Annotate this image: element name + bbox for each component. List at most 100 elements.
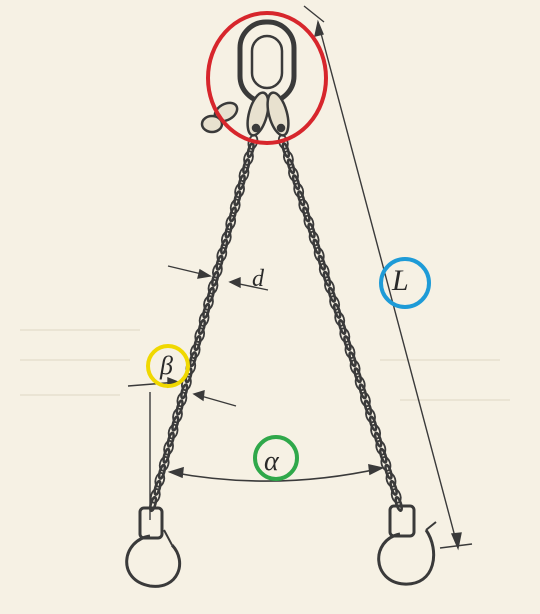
- chain-link: [163, 439, 174, 456]
- chain-link: [194, 327, 206, 343]
- chain-link: [215, 254, 224, 271]
- chain-link: [158, 456, 170, 472]
- coupling-links: [200, 91, 290, 137]
- chain-link: [166, 431, 175, 448]
- chain-link: [202, 302, 211, 319]
- chain-link: [353, 367, 362, 384]
- chain-link: [237, 174, 246, 191]
- chain-link: [339, 327, 351, 343]
- chain-link: [211, 270, 220, 287]
- chain-link: [207, 279, 219, 295]
- dimension-L: [303, 5, 473, 551]
- chain-link: [171, 415, 180, 432]
- chain-link: [303, 214, 315, 231]
- hook-right: [377, 504, 437, 586]
- chain-link: [234, 182, 245, 199]
- chain-link: [228, 206, 238, 223]
- chain-link: [242, 158, 251, 175]
- chain-link: [324, 279, 335, 295]
- label-d: d: [252, 266, 265, 292]
- chain-link: [334, 311, 346, 327]
- chain-link: [216, 246, 228, 263]
- chain-link: [318, 263, 330, 279]
- chain-link: [148, 495, 158, 513]
- chain-link: [368, 415, 378, 432]
- chain-link: [176, 391, 188, 408]
- label-alpha: α: [264, 446, 280, 477]
- chain-link: [203, 295, 214, 311]
- chain-link: [282, 150, 294, 166]
- chain-link: [298, 198, 310, 215]
- highlight-beta: [146, 344, 190, 388]
- master-link: [237, 19, 297, 105]
- chain-link: [288, 166, 299, 182]
- chain-link: [358, 383, 368, 400]
- chain-link: [220, 230, 232, 247]
- chain-link: [359, 391, 371, 408]
- dimension-d: [167, 265, 269, 291]
- chain-link: [212, 262, 223, 279]
- chain-link: [375, 440, 387, 456]
- chain-link: [296, 190, 306, 207]
- chain-link: [180, 383, 189, 400]
- chain-link: [167, 423, 179, 440]
- hook-left: [125, 506, 182, 588]
- chain-link: [286, 158, 296, 175]
- chain-link: [189, 343, 201, 359]
- label-L: L: [391, 264, 409, 297]
- chain-link: [370, 423, 382, 440]
- chain-link: [281, 142, 291, 159]
- chain-link: [153, 479, 162, 496]
- chain-link: [225, 214, 237, 231]
- chain-link: [384, 463, 393, 480]
- highlight-master-link: [206, 11, 328, 145]
- highlight-L: [379, 257, 431, 309]
- chain-link: [229, 198, 241, 215]
- chain-link: [233, 190, 242, 207]
- chain-link: [344, 343, 356, 359]
- chain-link: [312, 238, 321, 255]
- chain-link: [157, 463, 167, 480]
- chain-link: [338, 318, 347, 336]
- chain-link: [291, 174, 301, 191]
- chain-link: [365, 407, 376, 424]
- chain-link: [317, 254, 327, 271]
- chain-link: [329, 295, 341, 311]
- chain-link: [175, 399, 184, 416]
- chain-link: [390, 488, 402, 504]
- chain-link: [162, 447, 171, 464]
- chain-link: [243, 150, 254, 166]
- chain-link: [172, 407, 183, 424]
- chain-link: [389, 479, 398, 496]
- chain-link: [224, 222, 233, 239]
- chain-link: [198, 311, 210, 327]
- highlight-alpha: [253, 435, 299, 481]
- background-texture: [20, 329, 510, 401]
- chain-link: [363, 399, 373, 416]
- chain-link: [332, 302, 342, 319]
- chain-link: [193, 335, 202, 352]
- chain-link: [206, 286, 215, 303]
- chain-right-leg: [277, 134, 403, 513]
- chain-link: [154, 472, 166, 488]
- chain-link: [343, 335, 352, 352]
- chain-link: [219, 238, 229, 255]
- chain-link: [394, 495, 403, 513]
- chain-link: [149, 488, 161, 504]
- chain-link: [348, 351, 357, 368]
- chain-link: [307, 222, 316, 239]
- chain-link: [380, 456, 392, 472]
- chain-link: [322, 270, 332, 287]
- chain-link: [354, 375, 366, 391]
- chain-left-leg: [148, 134, 259, 513]
- chain-link: [373, 431, 383, 448]
- chain-link: [293, 182, 305, 198]
- chain-link: [188, 351, 198, 368]
- chain-link: [246, 142, 255, 159]
- chain-link: [385, 472, 397, 488]
- chain-link: [379, 447, 388, 464]
- chain-link: [238, 166, 250, 182]
- chain-link: [308, 230, 320, 247]
- chain-link: [197, 318, 207, 336]
